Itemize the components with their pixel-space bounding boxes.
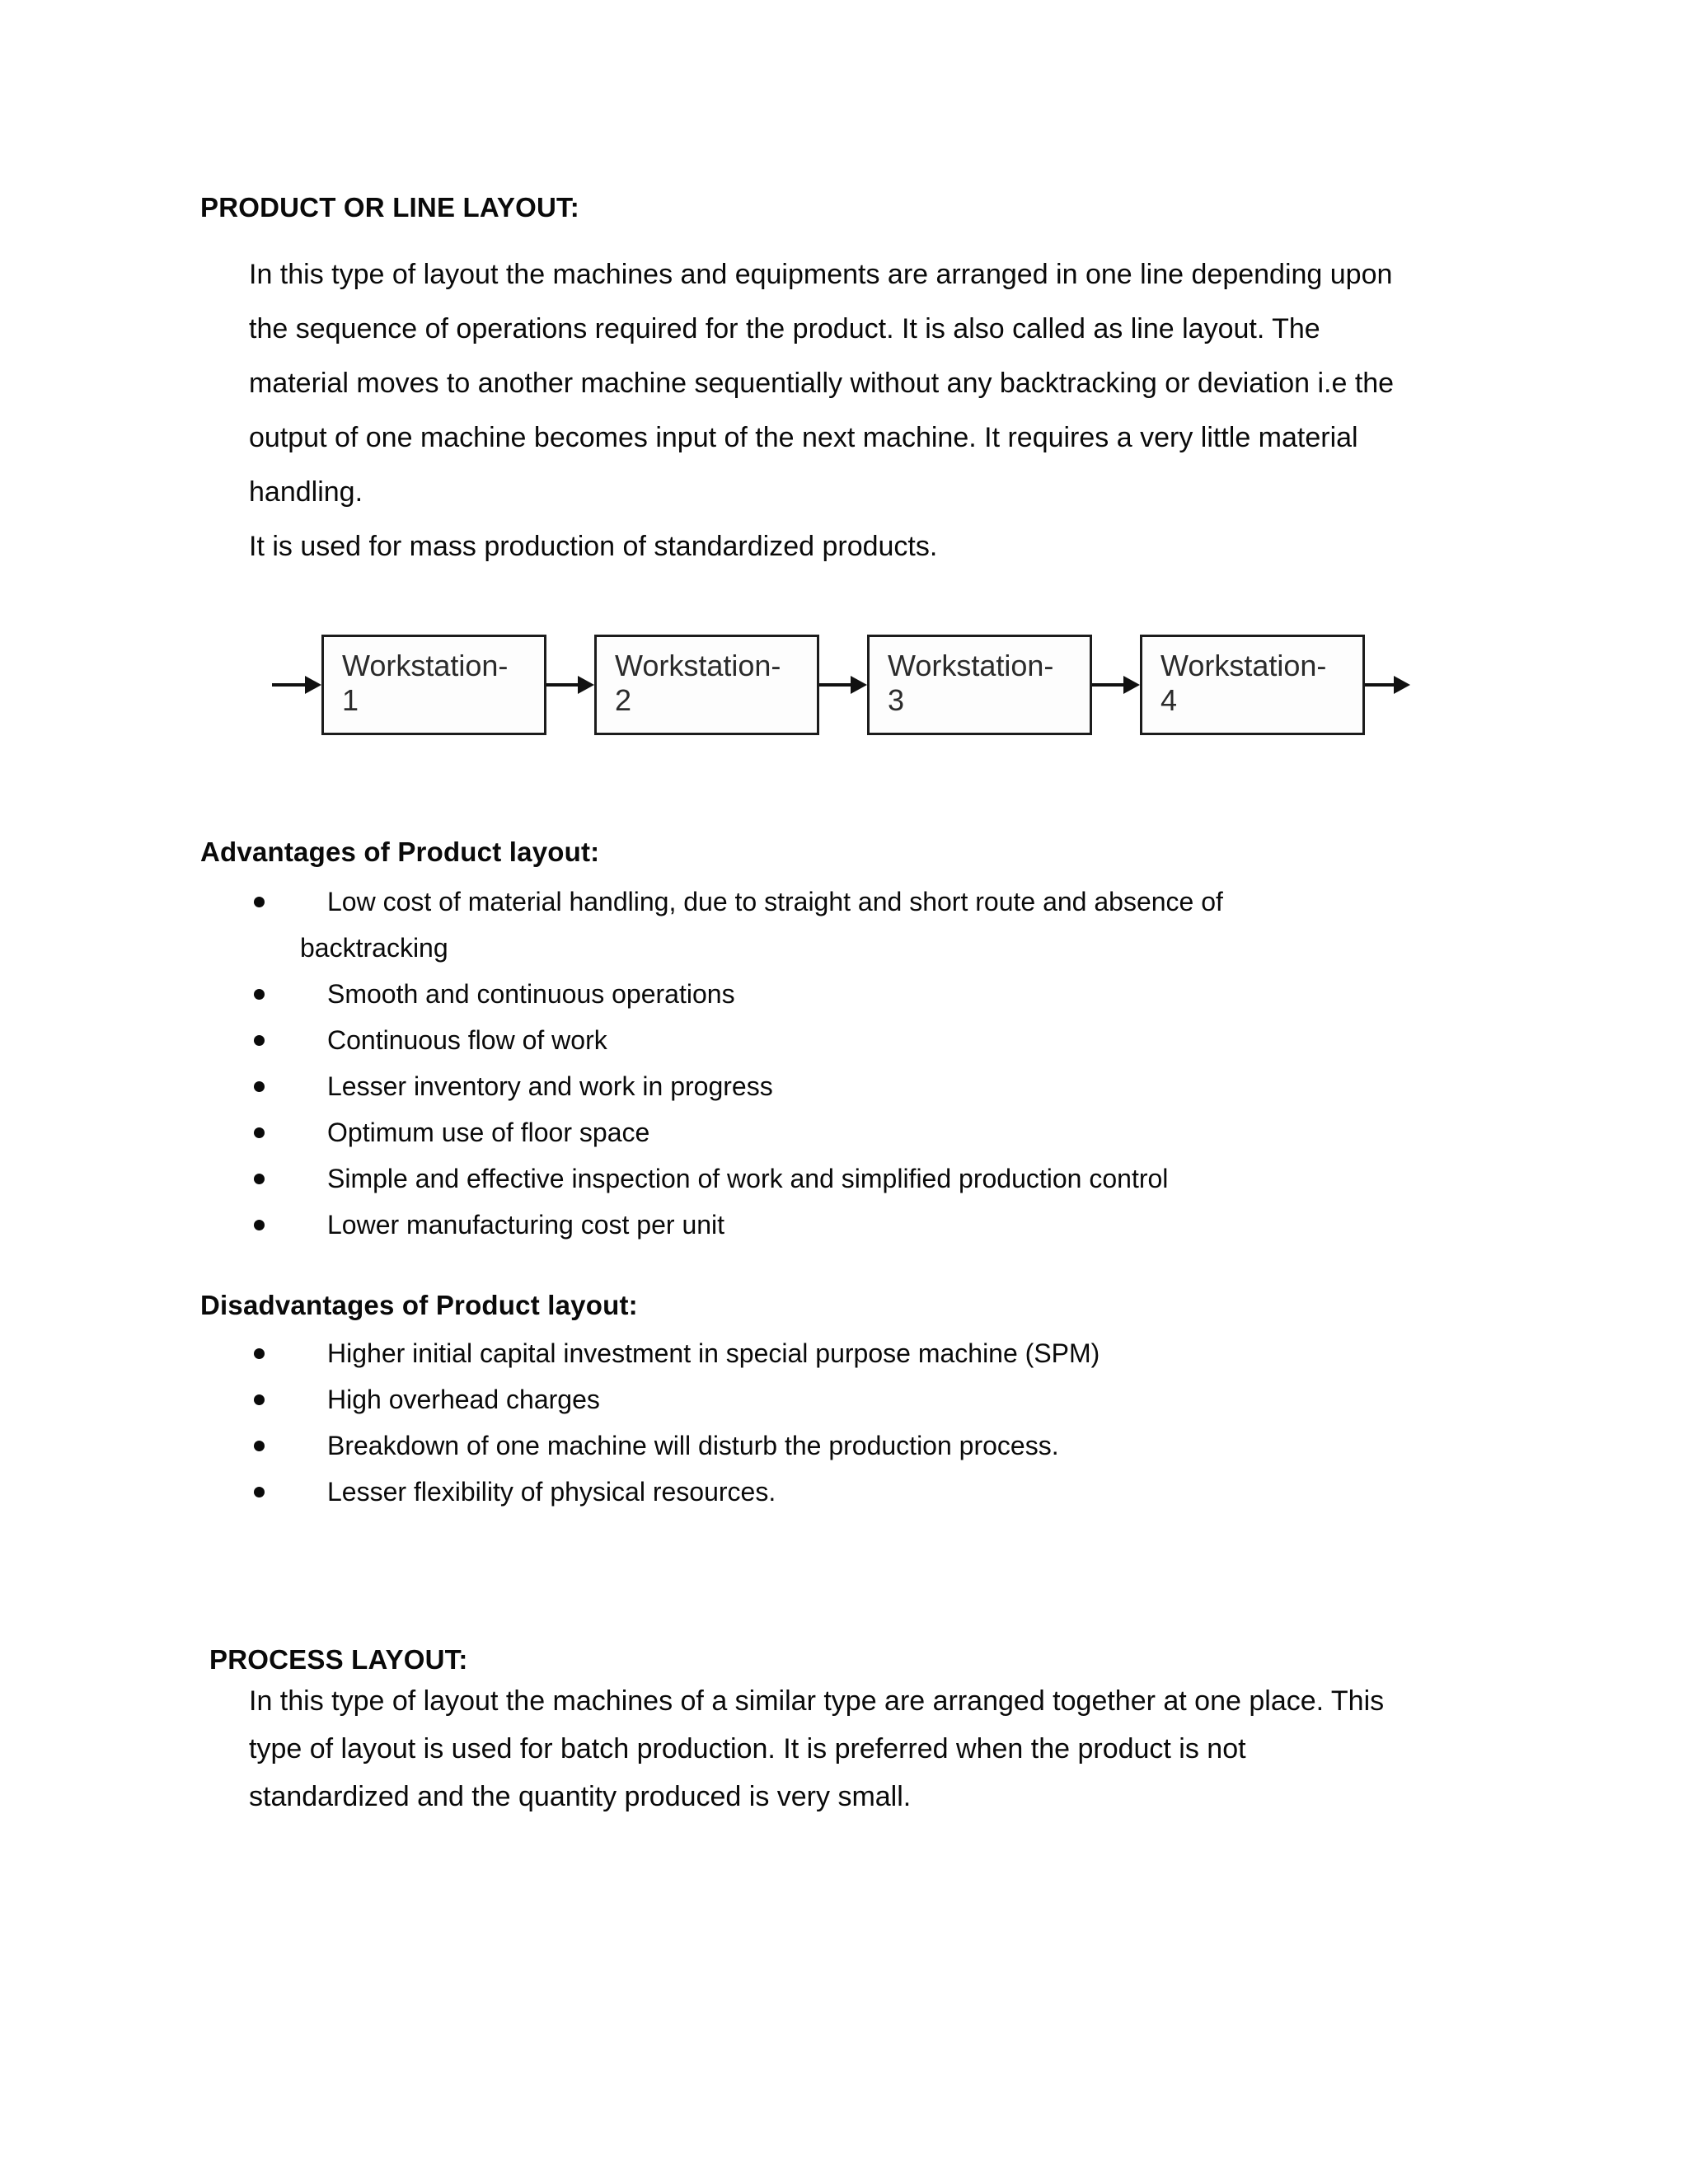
paragraph-line: standardized and the quantity produced i… [249,1781,912,1812]
workstation-label: Workstation- [615,649,781,682]
list-item-text: Breakdown of one machine will disturb th… [327,1431,1059,1460]
arrow-shaft [819,683,851,687]
list-item-text: Smooth and continuous operations [327,979,735,1009]
workstation-label: Workstation- [888,649,1054,682]
list-item: Low cost of material handling, due to st… [254,879,1223,925]
list-item-text: Optimum use of floor space [327,1118,650,1147]
list-item: Breakdown of one machine will disturb th… [254,1422,1100,1469]
flow-arrow-icon [272,675,321,695]
bullet-dot-icon [254,1487,265,1497]
workstation-number: 4 [1160,683,1178,717]
list-item: Lesser flexibility of physical resources… [254,1469,1100,1515]
arrow-head [851,676,867,694]
arrow-shaft [1092,683,1123,687]
arrow-shaft [546,683,578,687]
advantages-heading: Advantages of Product layout: [200,837,600,867]
process-layout-paragraph: In this type of layout the machines of a… [249,1677,1384,1821]
list-item-continuation: backtracking [254,925,1223,971]
list-item-text: Lesser inventory and work in progress [327,1071,773,1101]
list-item-text: Continuous flow of work [327,1025,607,1055]
list-item-text: Higher initial capital investment in spe… [327,1338,1100,1368]
list-item-text: Simple and effective inspection of work … [327,1164,1169,1193]
bullet-dot-icon [254,1394,265,1405]
paragraph-line: In this type of layout the machines of a… [249,1685,1385,1717]
flow-arrow-icon [1365,675,1410,695]
list-item: Simple and effective inspection of work … [254,1155,1223,1202]
paragraph-line: the sequence of operations required for … [249,313,1320,344]
bullet-dot-icon [254,989,265,1000]
advantages-list: Low cost of material handling, due to st… [254,879,1223,1248]
list-item: Optimum use of floor space [254,1109,1223,1155]
product-layout-heading: PRODUCT OR LINE LAYOUT: [200,192,579,223]
list-item: Lower manufacturing cost per unit [254,1202,1223,1248]
bullet-dot-icon [254,1127,265,1138]
list-item-text: Low cost of material handling, due to st… [327,887,1223,916]
arrow-shaft [1365,683,1394,687]
arrow-head [1394,676,1410,694]
list-item-text: backtracking [300,933,448,963]
bullet-dot-icon [254,1220,265,1230]
bullet-dot-icon [254,1348,265,1359]
flow-arrow-icon [819,675,867,695]
flow-arrow-icon [1092,675,1140,695]
workstation-number: 2 [615,683,632,717]
paragraph-line: type of layout is used for batch product… [249,1733,1246,1765]
bullet-dot-icon [254,1081,265,1092]
arrow-head [305,676,321,694]
disadvantages-list: Higher initial capital investment in spe… [254,1330,1100,1515]
workstation-label: Workstation- [1160,649,1327,682]
bullet-dot-icon [254,897,265,907]
workstation-box-1: Workstation- 1 [321,635,546,735]
workstation-number: 1 [342,683,359,717]
paragraph-line: In this type of layout the machines and … [249,259,1393,290]
disadvantages-heading: Disadvantages of Product layout: [200,1290,638,1320]
workstation-box-3: Workstation- 3 [867,635,1092,735]
list-item-text: High overhead charges [327,1385,600,1414]
bullet-dot-icon [254,1441,265,1451]
workstation-label: Workstation- [342,649,509,682]
list-item: Continuous flow of work [254,1017,1223,1063]
list-item: High overhead charges [254,1376,1100,1422]
workstation-box-2: Workstation- 2 [594,635,819,735]
paragraph-line: It is used for mass production of standa… [249,531,938,562]
list-item-text: Lesser flexibility of physical resources… [327,1477,776,1507]
paragraph-line: handling. [249,476,363,508]
product-layout-paragraph: In this type of layout the machines and … [249,247,1394,574]
arrow-shaft [272,683,305,687]
arrow-head [1123,676,1140,694]
list-item: Lesser inventory and work in progress [254,1063,1223,1109]
flow-arrow-icon [546,675,594,695]
workstation-box-4: Workstation- 4 [1140,635,1365,735]
paragraph-line: output of one machine becomes input of t… [249,422,1358,453]
workstation-number: 3 [888,683,905,717]
list-item-text: Lower manufacturing cost per unit [327,1210,725,1240]
list-item: Higher initial capital investment in spe… [254,1330,1100,1376]
arrow-head [578,676,594,694]
bullet-dot-icon [254,1035,265,1046]
workstation-flow-diagram: Workstation- 1 Workstation- 2 Workstatio… [272,635,1410,735]
process-layout-heading: PROCESS LAYOUT: [209,1644,468,1675]
paragraph-line: material moves to another machine sequen… [249,368,1395,399]
list-item: Smooth and continuous operations [254,971,1223,1017]
bullet-dot-icon [254,1174,265,1184]
